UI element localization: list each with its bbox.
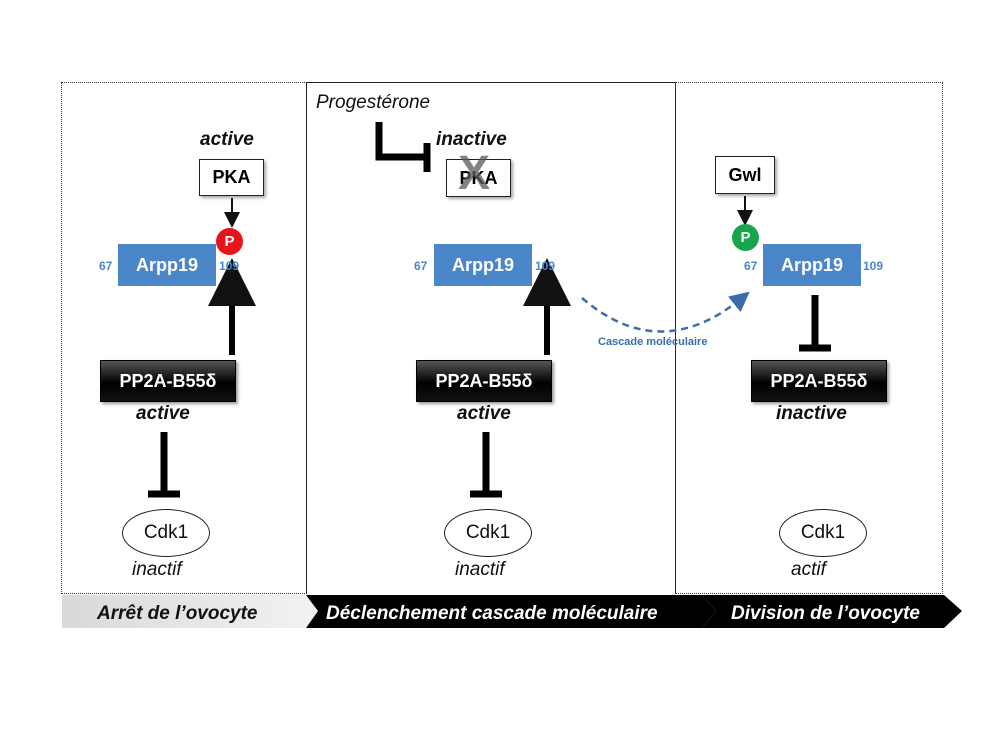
progesterone-inhibits-pka bbox=[375, 122, 426, 161]
pka-state-label-2: inactive bbox=[436, 129, 507, 150]
timeline-segment-2 bbox=[306, 595, 716, 628]
pka-inactivation-cross: X bbox=[458, 147, 491, 200]
arpp19-box-3: Arpp19 bbox=[763, 244, 861, 286]
pp2a-box-2: PP2A-B55δ bbox=[416, 360, 552, 402]
timeline-label-cascade: Déclenchement cascade moléculaire bbox=[326, 603, 658, 624]
pka-box-2: PKA bbox=[446, 159, 511, 197]
progesterone-label: Progestérone bbox=[316, 92, 431, 113]
cdk1-state-label-1: inactif bbox=[132, 559, 182, 580]
timeline-segment-1 bbox=[62, 595, 318, 628]
residue-67-label-2: 67 bbox=[414, 259, 428, 273]
panel-oocyte-division bbox=[675, 82, 943, 594]
pp2a-state-label-3: inactive bbox=[776, 403, 847, 424]
pka-box-1: PKA bbox=[199, 159, 264, 196]
pp2a-box-3: PP2A-B55δ bbox=[751, 360, 887, 402]
gwl-box: Gwl bbox=[715, 156, 775, 194]
cdk1-oval-3: Cdk1 bbox=[779, 509, 867, 557]
timeline-segment-3 bbox=[702, 595, 962, 628]
pp2a-state-label-1: active bbox=[136, 403, 190, 424]
cdk1-state-label-2: inactif bbox=[455, 559, 505, 580]
residue-67-label-1: 67 bbox=[99, 259, 113, 273]
arpp19-box-2: Arpp19 bbox=[434, 244, 532, 286]
cascade-label: Cascade moléculaire bbox=[598, 336, 708, 348]
cdk1-oval-1: Cdk1 bbox=[122, 509, 210, 557]
residue-109-label-2: 109 bbox=[535, 259, 556, 273]
cdk1-state-label-3: actif bbox=[791, 559, 826, 580]
timeline-label-arrest: Arrêt de l’ovocyte bbox=[97, 603, 258, 624]
pp2a-box-1: PP2A-B55δ bbox=[100, 360, 236, 402]
residue-67-label-3: 67 bbox=[744, 259, 758, 273]
pka-state-label-1: active bbox=[200, 129, 254, 150]
pp2a-state-label-2: active bbox=[457, 403, 511, 424]
phospho-green-circle: P bbox=[732, 224, 759, 251]
timeline-label-division: Division de l’ovocyte bbox=[731, 603, 920, 624]
residue-109-label-3: 109 bbox=[863, 259, 884, 273]
arpp19-box-1: Arpp19 bbox=[118, 244, 216, 286]
residue-109-label-1: 109 bbox=[219, 259, 240, 273]
cascade-arrow bbox=[581, 291, 750, 333]
cdk1-oval-2: Cdk1 bbox=[444, 509, 532, 557]
phospho-red-circle: P bbox=[216, 228, 243, 255]
